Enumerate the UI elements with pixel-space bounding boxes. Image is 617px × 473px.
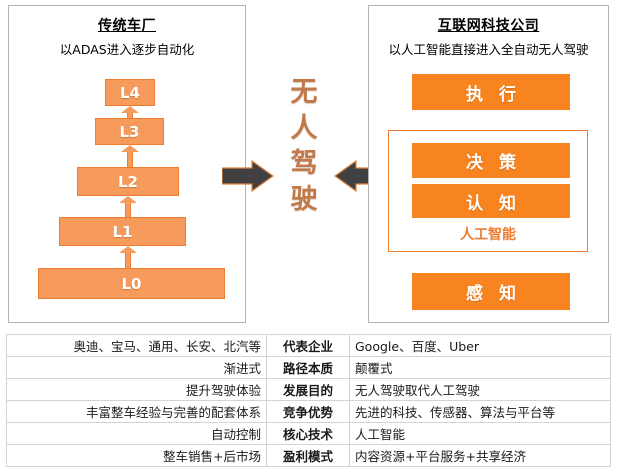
cell-attribute: 代表企业 [266,334,350,357]
headline-char-2: 人 [290,112,318,144]
cell-attribute: 核心技术 [266,422,350,445]
cell-tech: 人工智能 [349,422,611,445]
cell-traditional: 自动控制 [6,422,267,445]
level-box-l2: L2 [77,167,179,196]
block-execute: 执 行 [412,74,570,110]
headline-char-3: 驾 [290,148,318,180]
left-panel-subtitle: 以ADAS进入逐步自动化 [59,42,195,57]
cell-traditional: 整车销售+后市场 [6,444,267,467]
center-headline: 无 人 驾 驶 [283,75,325,218]
cell-traditional: 渐进式 [6,356,267,379]
left-panel-title: 传统车厂 [98,18,156,34]
cell-tech: 颠覆式 [349,356,611,379]
cell-tech: 内容资源+平台服务+共享经济 [349,444,611,467]
level-box-l3: L3 [95,118,164,145]
headline-char-1: 无 [290,77,318,108]
up-arrow-l1-to-l2 [119,196,137,217]
block-perception: 感 知 [412,273,570,310]
level-box-l1: L1 [59,217,186,246]
cell-tech: Google、百度、Uber [349,334,611,357]
table-row: 自动控制 核心技术 人工智能 [6,422,611,445]
table-row: 整车销售+后市场 盈利模式 内容资源+平台服务+共享经济 [6,444,611,467]
ai-group-box [388,130,588,252]
cell-traditional: 丰富整车经验与完善的配套体系 [6,400,267,423]
table-row: 奥迪、宝马、通用、长安、北汽等 代表企业 Google、百度、Uber [6,334,611,357]
table-row: 提升驾驶体验 发展目的 无人驾驶取代人工驾驶 [6,378,611,401]
right-panel-title: 互联网科技公司 [437,18,540,34]
table-row: 渐进式 路径本质 颠覆式 [6,356,611,379]
cell-attribute: 竞争优势 [266,400,350,423]
comparison-table-body: 奥迪、宝马、通用、长安、北汽等 代表企业 Google、百度、Uber 渐进式 … [6,334,611,467]
cell-traditional: 提升驾驶体验 [6,378,267,401]
cell-tech: 先进的科技、传感器、算法与平台等 [349,400,611,423]
cell-attribute: 盈利模式 [266,444,350,467]
up-arrow-l3-to-l4 [121,106,139,118]
block-decision: 决 策 [412,143,570,178]
headline-char-4: 驶 [290,183,318,215]
level-box-l0: L0 [38,268,225,299]
ai-group-label: 人工智能 [460,227,516,243]
cell-attribute: 发展目的 [266,378,350,401]
up-arrow-l0-to-l1 [119,246,137,268]
level-box-l4: L4 [105,79,155,106]
table-row: 丰富整车经验与完善的配套体系 竞争优势 先进的科技、传感器、算法与平台等 [6,400,611,423]
cell-traditional: 奥迪、宝马、通用、长安、北汽等 [6,334,267,357]
comparison-table: 奥迪、宝马、通用、长安、北汽等 代表企业 Google、百度、Uber 渐进式 … [6,334,611,467]
right-panel-subtitle: 以人工智能直接进入全自动无人驾驶 [388,42,589,57]
cell-tech: 无人驾驶取代人工驾驶 [349,378,611,401]
up-arrow-l2-to-l3 [121,145,139,167]
cell-attribute: 路径本质 [266,356,350,379]
arrow-right-icon [222,160,274,192]
block-cognition: 认 知 [412,184,570,218]
